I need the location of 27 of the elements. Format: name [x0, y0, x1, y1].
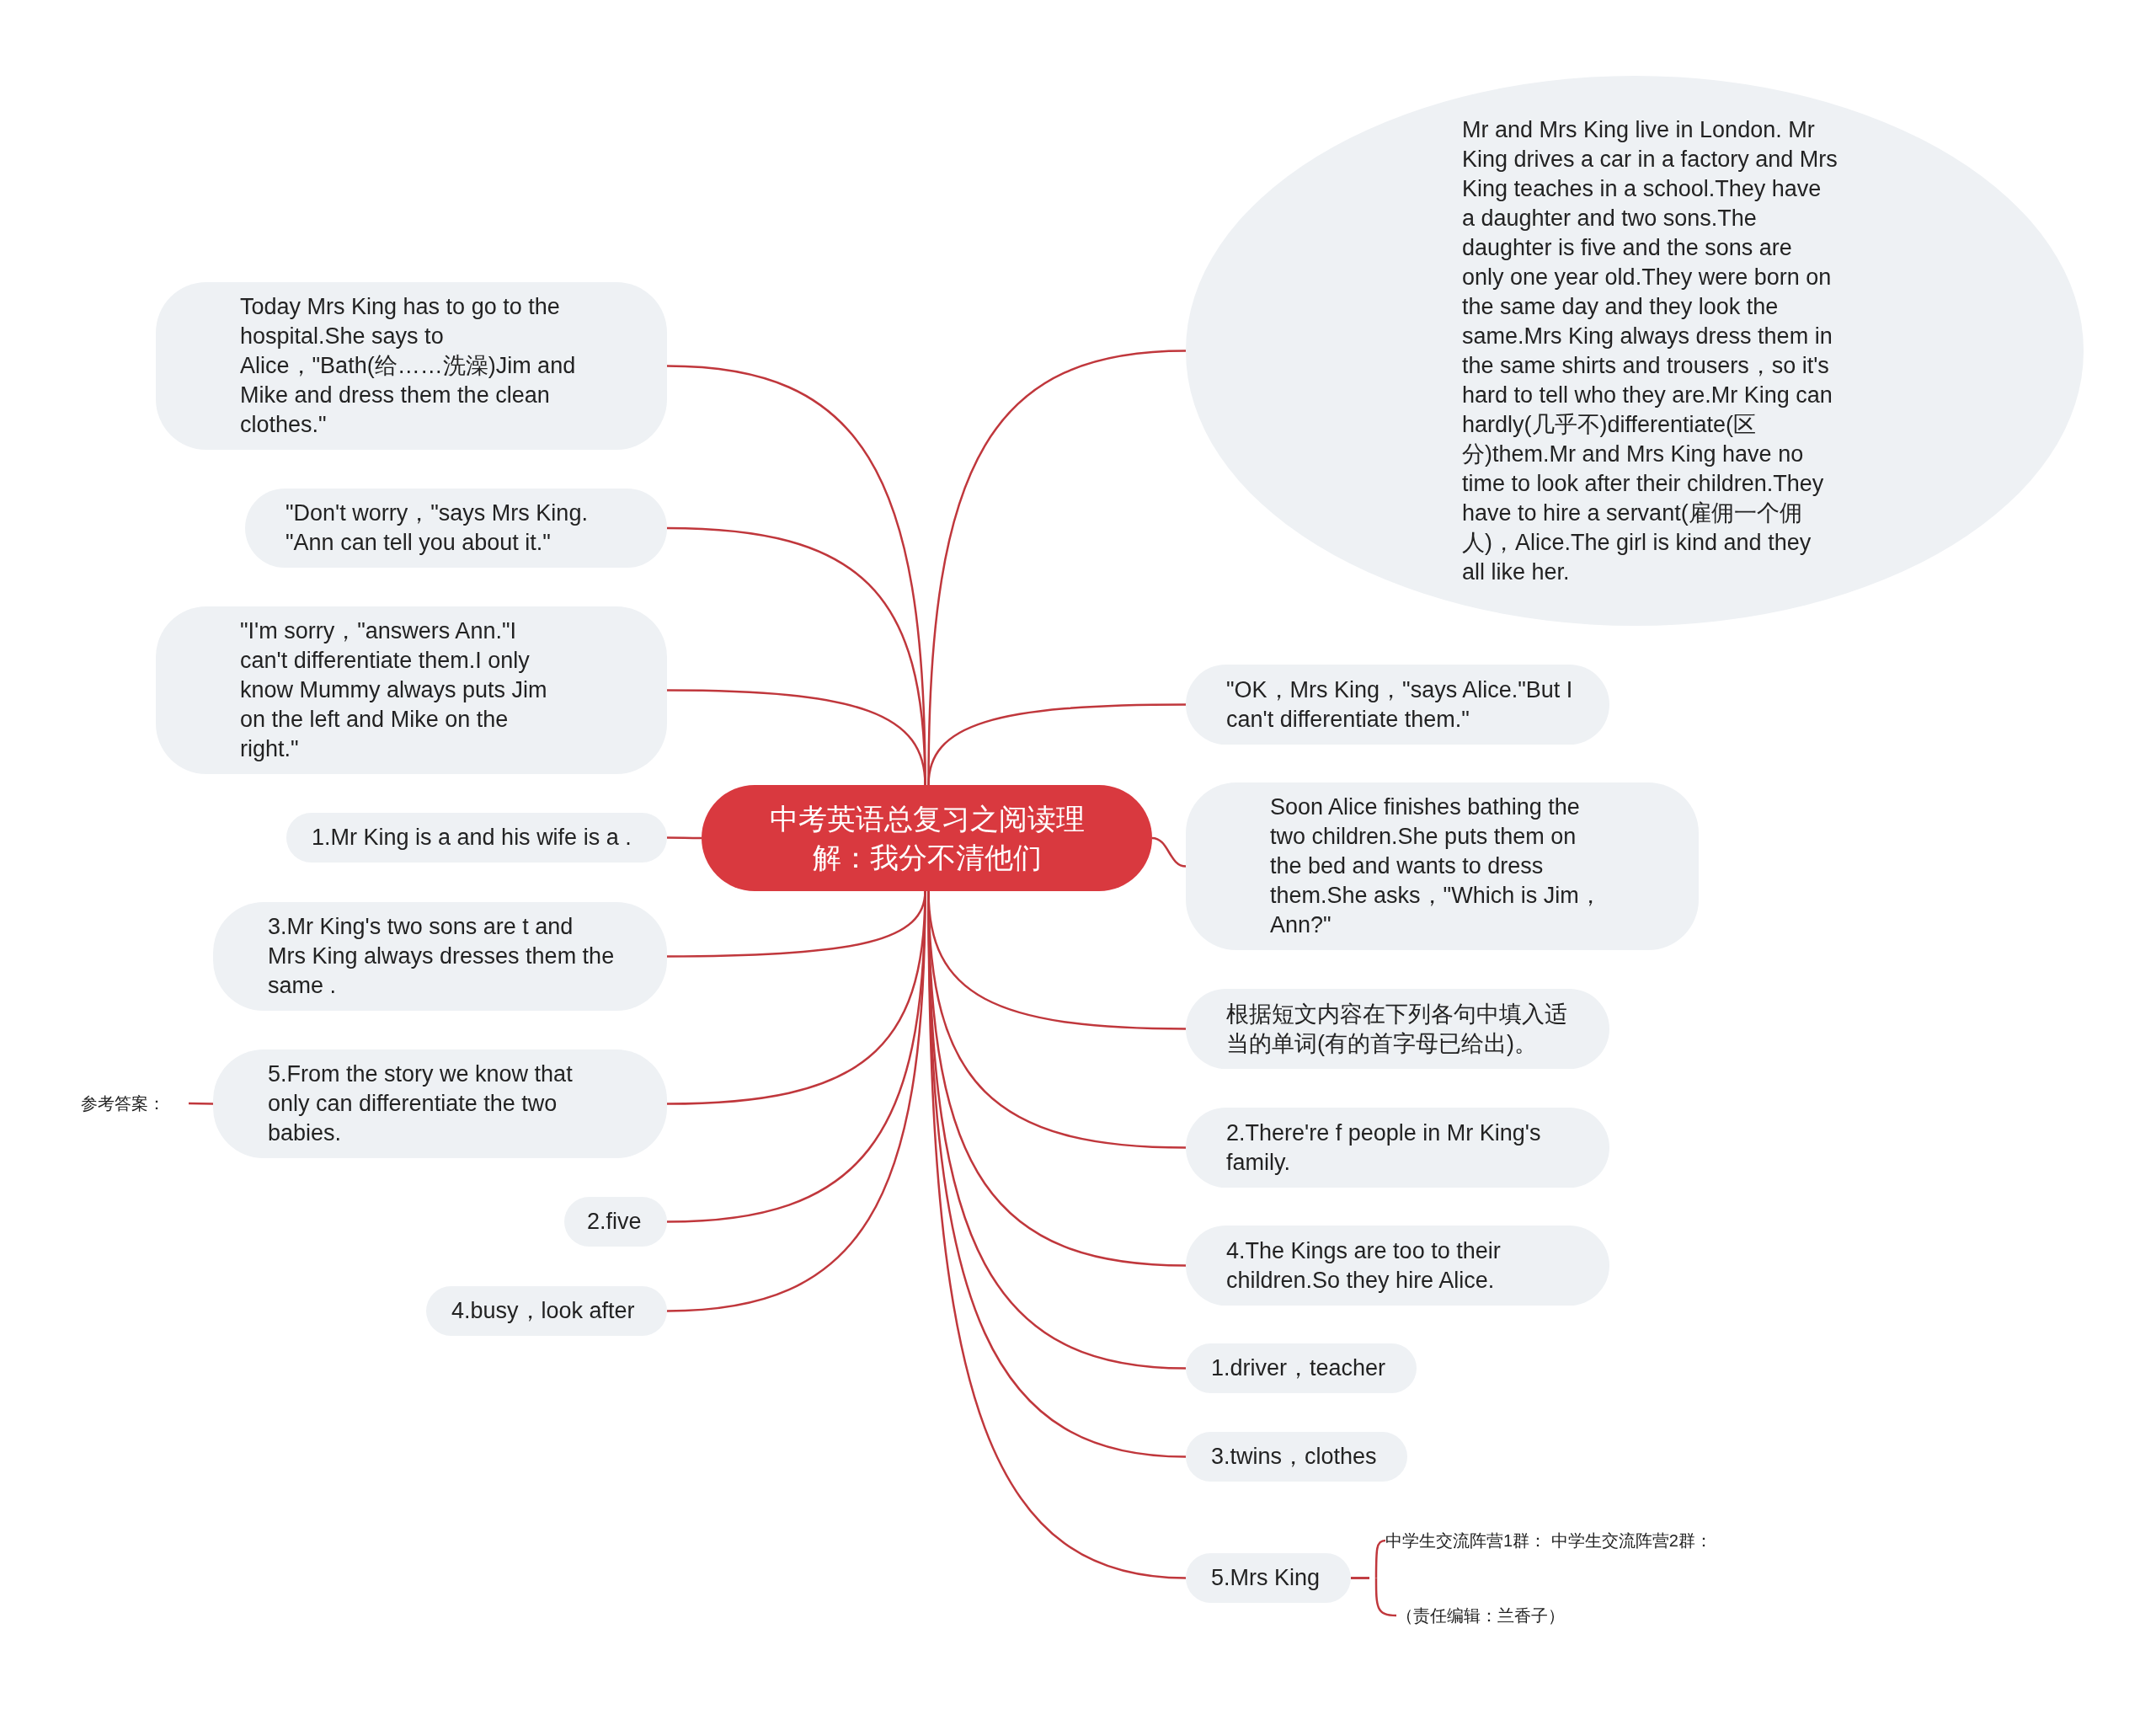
connector-line — [667, 836, 702, 840]
connector-line — [188, 1102, 214, 1105]
topic-bubble: 4.busy，look after — [426, 1286, 667, 1336]
topic-bubble: "OK，Mrs King，"says Alice."But I can't differentiate them." — [1186, 665, 1609, 745]
topic-bubble: 5.Mrs King — [1186, 1553, 1351, 1603]
topic-bubble: 根据短文内容在下列各句中填入适当的单词(有的首字母已给出)。 — [1186, 989, 1609, 1069]
topic-bubble: 1.driver，teacher — [1186, 1343, 1417, 1393]
connector-line — [1151, 836, 1187, 868]
topic-bubble: "Don't worry，"says Mrs King. "Ann can tell you about it." — [245, 489, 667, 568]
topic-bubble: 2.five — [564, 1197, 667, 1247]
note-text: 参考答案： — [81, 1092, 173, 1114]
topic-bubble: Soon Alice finishes bathing the two children.She puts them on the bed and wants to dress them.She asks，"Which is Jim，Ann?" — [1186, 782, 1699, 950]
topic-bubble: 1.Mr King is a and his wife is a . — [286, 813, 667, 863]
topic-bubble: Today Mrs King has to go to the hospital.She says to Alice，"Bath(给……洗澡)Jim and Mike and dress them the clean clothes." — [156, 282, 667, 450]
topic-bubble: "I'm sorry，"answers Ann."I can't differentiate them.I only know Mummy always puts Jim on the left and Mike on the right." — [156, 606, 667, 774]
passage-bubble: Mr and Mrs King live in London. Mr King drives a car in a factory and Mrs King teaches in a school.They have a daughter and two sons.The daughter is five and the sons are only one year old.They were born on the same day and they look the same.Mrs King always dress them in the same shirts and trousers，so it's hard to tell who they are.Mr King can hardly(几乎不)differentiate(区分)them.Mr and Mrs King have no time to look after their children.They have to hire a servant(雇佣一个佣人)，Alice.The girl is kind and they all like her. — [1186, 76, 2084, 626]
note-text: （责任编辑：兰香子） — [1396, 1605, 1582, 1626]
topic-bubble: 3.twins，clothes — [1186, 1432, 1407, 1482]
central-topic-bubble: 中考英语总复习之阅读理解：我分不清他们 — [702, 785, 1152, 891]
topic-bubble: 2.There're f people in Mr King's family. — [1186, 1108, 1609, 1188]
connector-line — [667, 689, 926, 786]
connector-line — [927, 703, 1186, 786]
topic-bubble: 5.From the story we know that only can differentiate the two babies. — [213, 1049, 667, 1158]
note-text: 中学生交流阵营1群： 中学生交流阵营2群： — [1385, 1530, 1739, 1551]
topic-bubble: 3.Mr King's two sons are t and Mrs King always dresses them the same . — [213, 902, 667, 1011]
topic-bubble: 4.The Kings are too to their children.So they hire Alice. — [1186, 1226, 1609, 1306]
connector-line — [1349, 1577, 1398, 1617]
